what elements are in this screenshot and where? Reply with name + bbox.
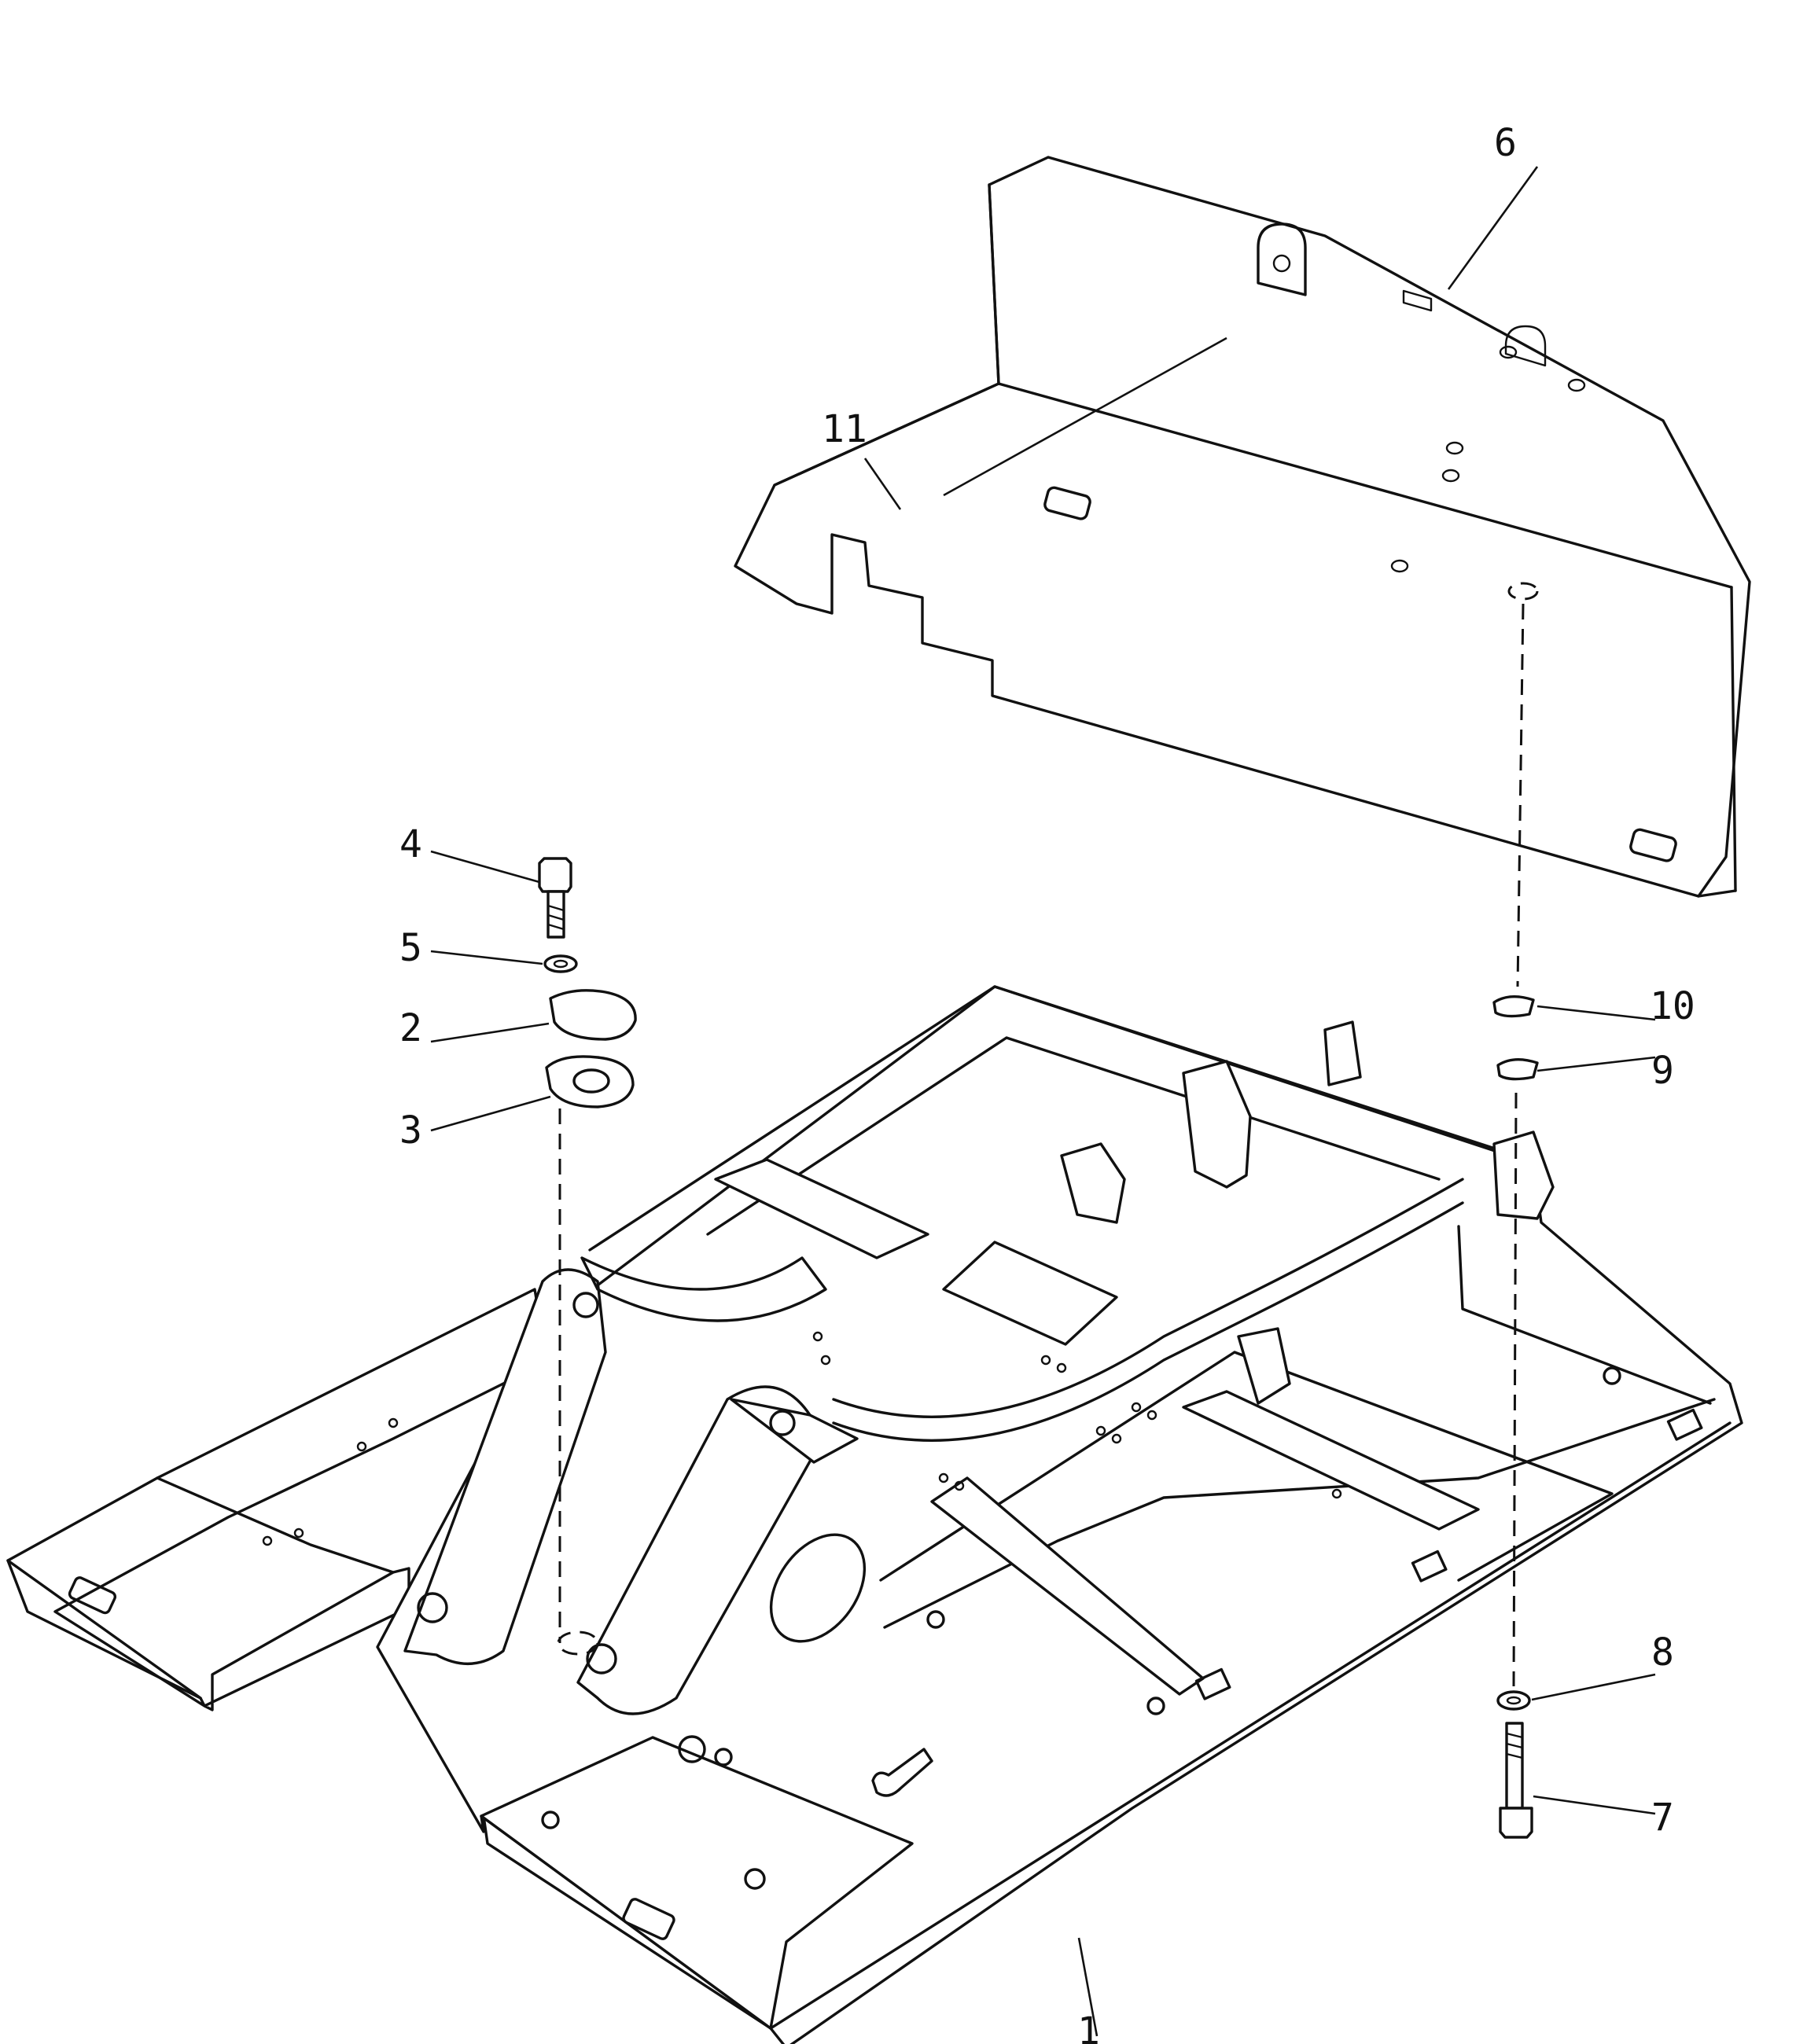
callout-1: 1	[1077, 2009, 1100, 2044]
bolt-11	[871, 1748, 933, 1797]
callout-labels: 1 2 3 4 5 6 7 8 9 10 11	[399, 121, 1695, 2044]
callout-5: 5	[399, 926, 422, 970]
callout-2: 2	[399, 1006, 422, 1050]
revolving-frame	[6, 985, 1743, 2044]
callout-9: 9	[1651, 1049, 1674, 1093]
callout-6: 6	[1494, 121, 1517, 165]
washer-5	[543, 954, 578, 973]
callout-8: 8	[1651, 1630, 1674, 1675]
callout-11: 11	[822, 407, 867, 451]
frame-holes	[262, 1331, 1342, 1546]
callout-3: 3	[399, 1108, 422, 1153]
counterweight	[734, 156, 1751, 898]
gasket-3	[545, 1055, 635, 1108]
callout-7: 7	[1651, 1796, 1674, 1840]
bolt-4	[538, 857, 572, 939]
bolt-7	[1499, 1722, 1533, 1839]
callout-4: 4	[399, 822, 422, 866]
shim-10	[1492, 995, 1535, 1018]
callout-leaders	[430, 166, 1656, 2037]
assembly-lines	[557, 336, 1539, 1687]
callout-10: 10	[1650, 984, 1695, 1028]
cover-plate-2	[549, 989, 637, 1041]
washer-8	[1496, 1690, 1531, 1711]
shim-9	[1496, 1058, 1539, 1081]
